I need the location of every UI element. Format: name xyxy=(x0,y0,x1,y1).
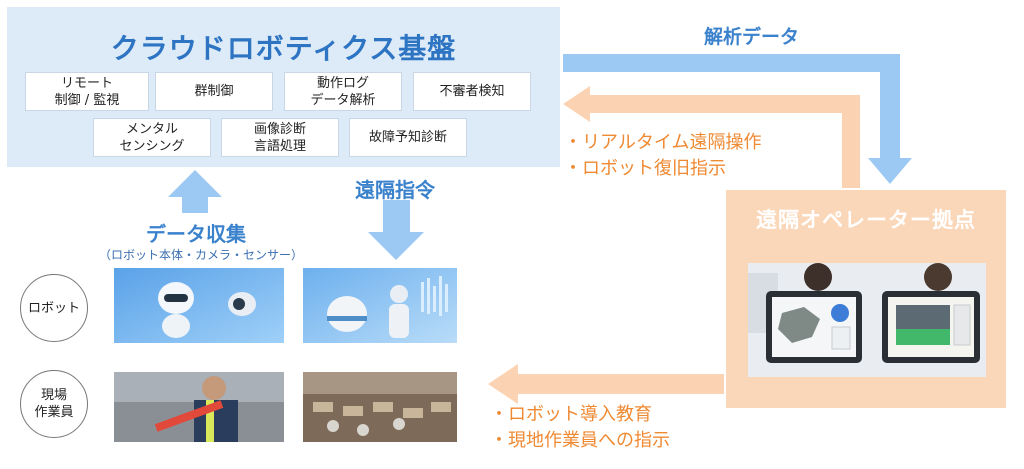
function-image-language: 画像診断 言語処理 xyxy=(221,118,339,157)
operator-photo xyxy=(748,263,986,377)
onsite-items-label: ・ロボット導入教育 ・現地作業員への指示 xyxy=(490,404,670,451)
worker-row-label: 現場 作業員 xyxy=(20,370,88,438)
function-swarm-control: 群制御 xyxy=(155,72,273,111)
data-collection-arrow xyxy=(168,170,222,213)
realtime-ops-arrow xyxy=(563,86,860,188)
function-log-analysis: 動作ログ データ解析 xyxy=(284,72,402,111)
function-remote-control: リモート 制御 / 監視 xyxy=(25,72,149,111)
realtime-items-label: ・リアルタイム遠隔操作 ・ロボット復旧指示 xyxy=(564,132,762,179)
remote-command-label: 遠隔指令 xyxy=(355,178,435,202)
data-collection-label: データ収集 xyxy=(146,222,246,246)
robot-image-humanoid xyxy=(303,268,457,343)
hub-title: 遠隔オペレーター拠点 xyxy=(756,208,976,232)
function-failure-prediction: 故障予知診断 xyxy=(349,118,467,157)
remote-command-arrow xyxy=(368,200,424,260)
onsite-instruction-arrow xyxy=(488,364,724,404)
cloud-robotics-platform: クラウドロボティクス基盤 リモート 制御 / 監視 群制御 動作ログ データ解析… xyxy=(7,7,560,167)
function-intruder-detection: 不審者検知 xyxy=(413,72,531,111)
data-collection-sources: （ロボット本体・カメラ・センサー） xyxy=(99,248,304,262)
worker-image-factory xyxy=(303,372,457,442)
analysis-data-label: 解析データ xyxy=(704,26,800,48)
robot-image-guide xyxy=(114,268,284,343)
worker-image-guard xyxy=(114,372,284,442)
function-mental-sensing: メンタル センシング xyxy=(93,118,211,157)
analysis-data-arrow xyxy=(563,54,912,184)
robot-row-label: ロボット xyxy=(20,274,88,342)
remote-operator-hub: 遠隔オペレーター拠点 xyxy=(726,190,1006,408)
platform-title: クラウドロボティクス基盤 xyxy=(110,32,457,65)
